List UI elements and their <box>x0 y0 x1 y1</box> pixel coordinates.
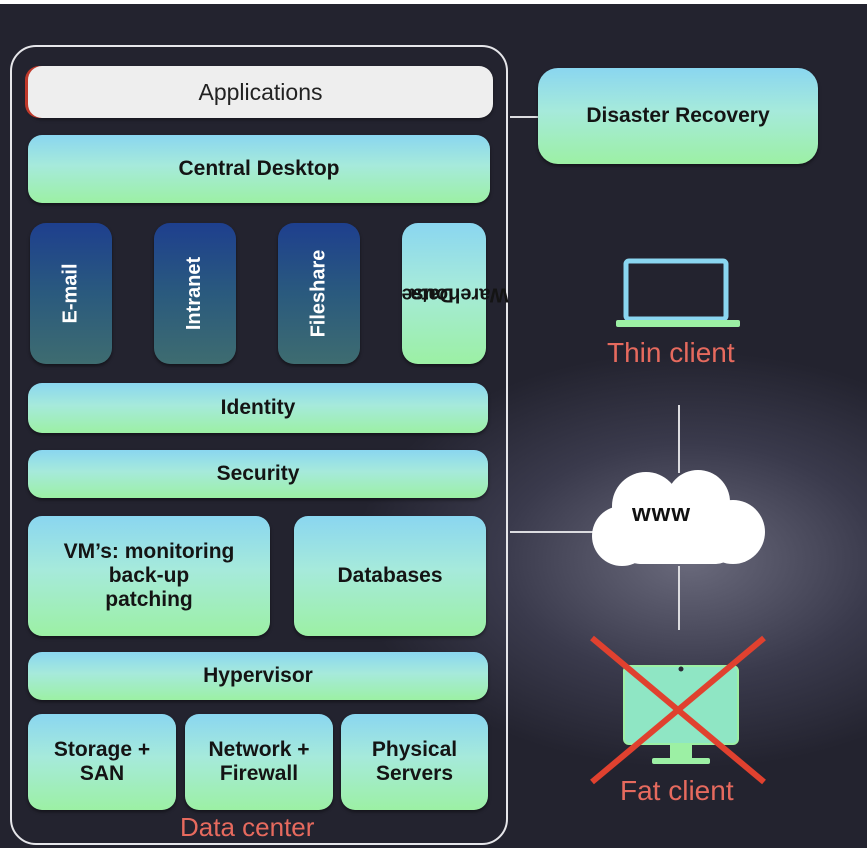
thin-client-label: Thin client <box>607 337 735 368</box>
applications-label: Applications <box>198 78 323 105</box>
databases-box: Databases <box>294 516 486 636</box>
storage-label: Storage + SAN <box>53 737 151 785</box>
hypervisor-box: Hypervisor <box>28 652 488 700</box>
intranet-box: Intranet <box>154 223 236 364</box>
data-center-caption: Data center <box>180 812 315 842</box>
cloud-label: www <box>632 500 692 527</box>
security-box: Security <box>28 450 488 498</box>
data-center-frame <box>10 45 508 845</box>
applications-box: Applications <box>28 66 493 118</box>
storage-box: Storage + SAN <box>28 714 176 810</box>
data-warehouse-label: Data Warehouse <box>401 283 510 305</box>
email-label: E-mail <box>59 263 82 324</box>
data-warehouse-box: Data Warehouse <box>401 223 510 364</box>
physical-label: Physical Servers <box>371 737 458 785</box>
hypervisor-label: Hypervisor <box>203 663 313 687</box>
email-box: E-mail <box>30 223 112 364</box>
top-border <box>0 0 867 4</box>
fat-client-label: Fat client <box>620 775 734 806</box>
identity-label: Identity <box>220 395 296 419</box>
vms-label: VM’s: monitoring back-up patching <box>63 539 235 612</box>
thin-client-connector <box>678 405 680 473</box>
central-desktop-box: Central Desktop <box>28 135 490 203</box>
network-box: Network + Firewall <box>185 714 333 810</box>
www-connector <box>510 531 598 533</box>
dr-connector <box>510 116 540 118</box>
disaster-recovery-box: Disaster Recovery <box>538 68 818 164</box>
physical-box: Physical Servers <box>341 714 488 810</box>
vms-box: VM’s: monitoring back-up patching <box>28 516 270 636</box>
databases-label: Databases <box>337 563 443 587</box>
cloud-icon <box>592 470 765 566</box>
disaster-recovery-label: Disaster Recovery <box>586 103 770 127</box>
fileshare-box: Fileshare <box>278 223 360 364</box>
identity-box: Identity <box>28 383 488 433</box>
cross-icon <box>590 635 766 785</box>
fileshare-label: Fileshare <box>307 249 330 338</box>
laptop-icon <box>616 258 740 327</box>
fat-client-connector <box>678 566 680 630</box>
network-label: Network + Firewall <box>208 737 310 785</box>
security-label: Security <box>216 461 300 485</box>
central-desktop-label: Central Desktop <box>178 156 340 180</box>
intranet-label: Intranet <box>183 256 206 331</box>
